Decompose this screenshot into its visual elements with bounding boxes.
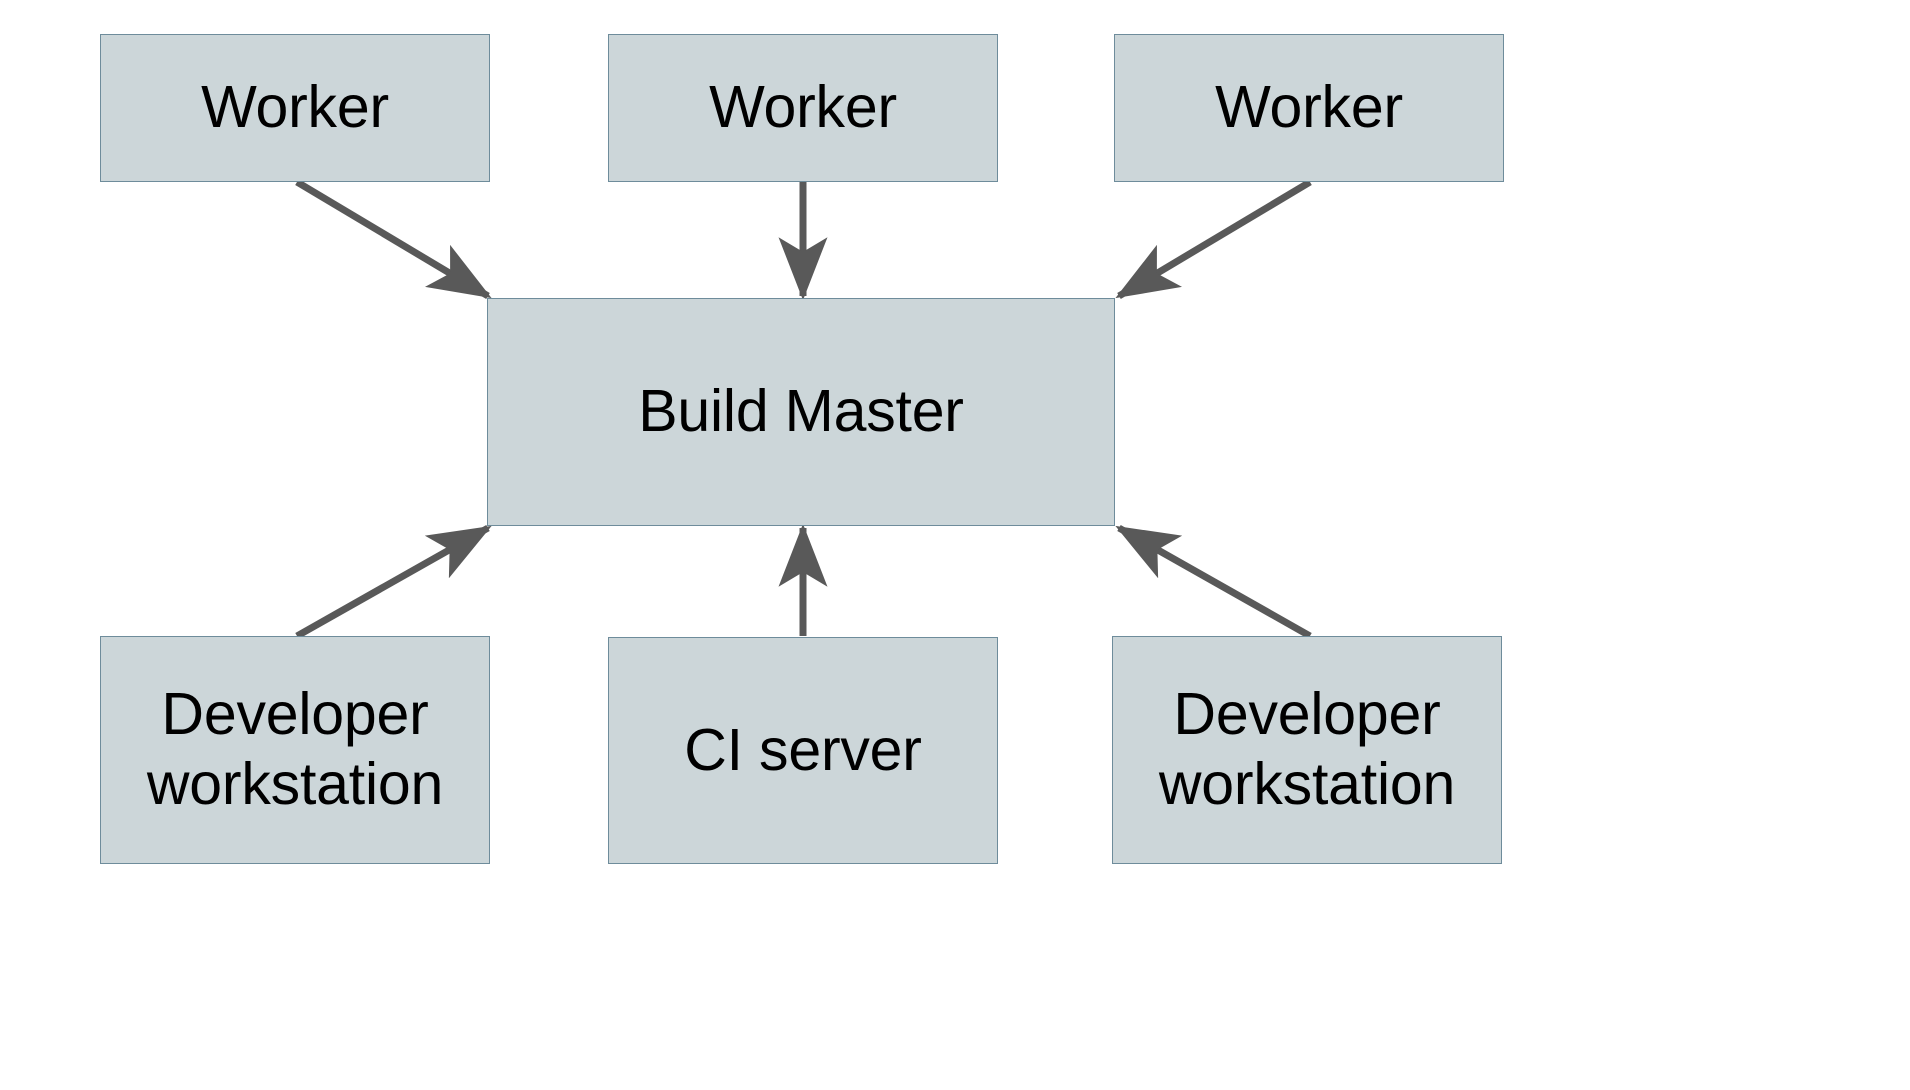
edge-dev-left-to-build-master — [295, 524, 492, 640]
node-worker-right[interactable]: Worker — [1114, 34, 1504, 182]
edge-worker-left-to-build-master — [295, 178, 492, 300]
node-worker-right-label: Worker — [1215, 74, 1403, 141]
node-developer-workstation-left[interactable]: Developer workstation — [100, 636, 490, 864]
node-developer-workstation-right-label: Developer workstation — [1158, 681, 1456, 817]
node-build-master[interactable]: Build Master — [487, 298, 1115, 526]
node-build-master-label: Build Master — [638, 378, 964, 445]
node-ci-server-label: CI server — [684, 716, 922, 783]
node-developer-workstation-left-label: Developer workstation — [146, 681, 444, 817]
edge-worker-right-to-build-master — [1115, 178, 1312, 300]
node-ci-server[interactable]: CI server — [608, 637, 998, 864]
node-worker-mid-label: Worker — [709, 74, 897, 141]
edge-dev-right-to-build-master — [1115, 524, 1312, 640]
node-worker-left[interactable]: Worker — [100, 34, 490, 182]
node-worker-left-label: Worker — [201, 74, 389, 141]
node-worker-mid[interactable]: Worker — [608, 34, 998, 182]
node-developer-workstation-right[interactable]: Developer workstation — [1112, 636, 1502, 864]
